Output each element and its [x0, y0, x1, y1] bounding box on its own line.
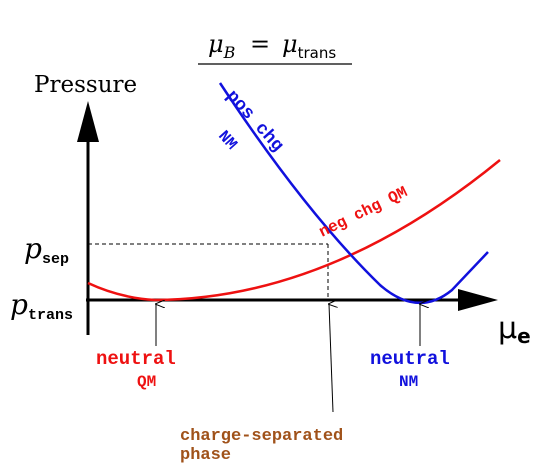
p-trans-subscript: trans	[28, 307, 73, 324]
neutral-nm-line1: neutral	[370, 348, 450, 370]
nm-curve-label: NM	[214, 127, 240, 153]
x-axis-label: μe	[498, 311, 531, 348]
neutral-qm-annotation: neutral QM	[96, 348, 176, 391]
neutral-qm-line1: neutral	[96, 348, 176, 370]
neutral-nm-annotation: neutral NM	[370, 348, 450, 391]
p-sep-symbol: p	[24, 232, 42, 265]
pointer-arrows	[156, 304, 420, 413]
svg-text:μtrans: μtrans	[282, 30, 336, 62]
neutral-qm-line2: QM	[137, 373, 156, 391]
title-lhs-subscript: B	[223, 43, 236, 62]
p-sep-subscript: sep	[42, 251, 69, 268]
neutral-nm-line2: NM	[399, 373, 418, 391]
p-trans-symbol: p	[10, 288, 28, 321]
charge-separated-annotation: charge-separated phase	[180, 427, 343, 465]
svg-text:μB: μB	[208, 30, 236, 62]
charge-sep-line1: charge-separated	[180, 427, 343, 446]
x-axis-symbol: μ	[498, 311, 517, 346]
charge-sep-arrow	[329, 304, 333, 413]
y-axis-arrowhead	[77, 101, 99, 142]
title-lhs-symbol: μ	[208, 30, 224, 58]
x-axis-arrowhead	[458, 289, 498, 311]
qm-curve	[87, 159, 501, 302]
dashed-guides	[88, 243, 329, 300]
title-rhs-subscript: trans	[298, 44, 337, 62]
title: μB = μtrans	[198, 30, 352, 65]
charge-sep-line2: phase	[180, 446, 231, 465]
x-axis-subscript: e	[517, 324, 531, 348]
title-equals: =	[250, 30, 270, 58]
y-axis-label: Pressure	[34, 72, 137, 98]
p-trans-label: ptrans	[10, 288, 73, 324]
p-sep-label: psep	[24, 232, 69, 268]
title-rhs-symbol: μ	[282, 30, 298, 58]
